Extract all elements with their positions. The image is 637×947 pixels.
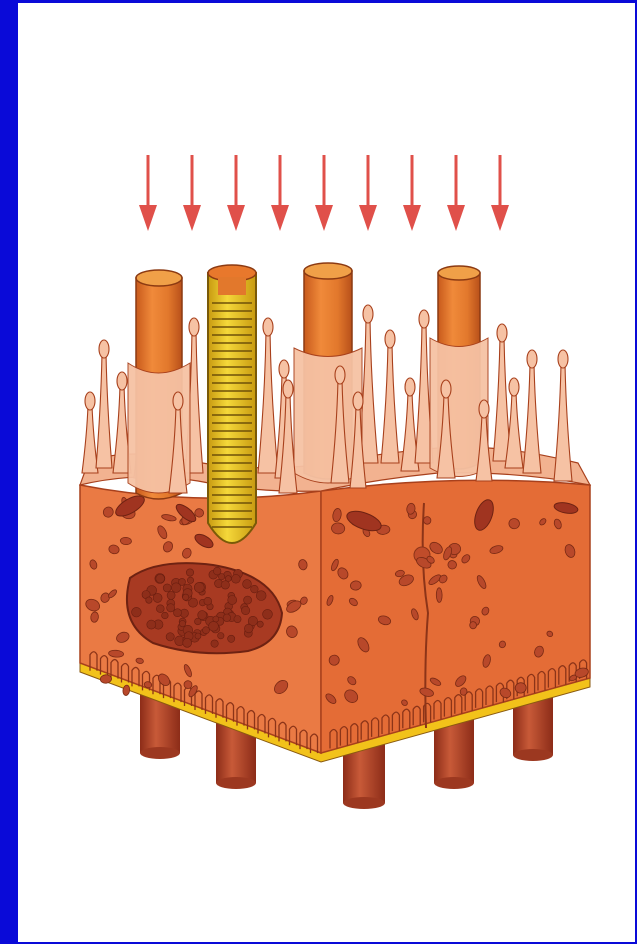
microvillus <box>523 350 541 473</box>
microvillus <box>82 392 98 473</box>
arrow-down-icon <box>271 155 289 231</box>
microvillus <box>381 330 399 463</box>
microvillus <box>258 318 278 473</box>
arrow-down-icon <box>359 155 377 231</box>
arrow-group <box>139 155 509 231</box>
arrow-down-icon <box>183 155 201 231</box>
arrow-down-icon <box>403 155 421 231</box>
arrow-down-icon <box>447 155 465 231</box>
tube-2 <box>208 265 256 543</box>
microvillus <box>96 340 112 468</box>
tube-4 <box>430 266 488 477</box>
arrow-down-icon <box>139 155 157 231</box>
tube-3 <box>294 263 362 483</box>
arrow-down-icon <box>491 155 509 231</box>
microvillus <box>554 350 572 481</box>
arrow-down-icon <box>315 155 333 231</box>
epithelium-illustration <box>18 3 637 947</box>
arrow-down-icon <box>227 155 245 231</box>
